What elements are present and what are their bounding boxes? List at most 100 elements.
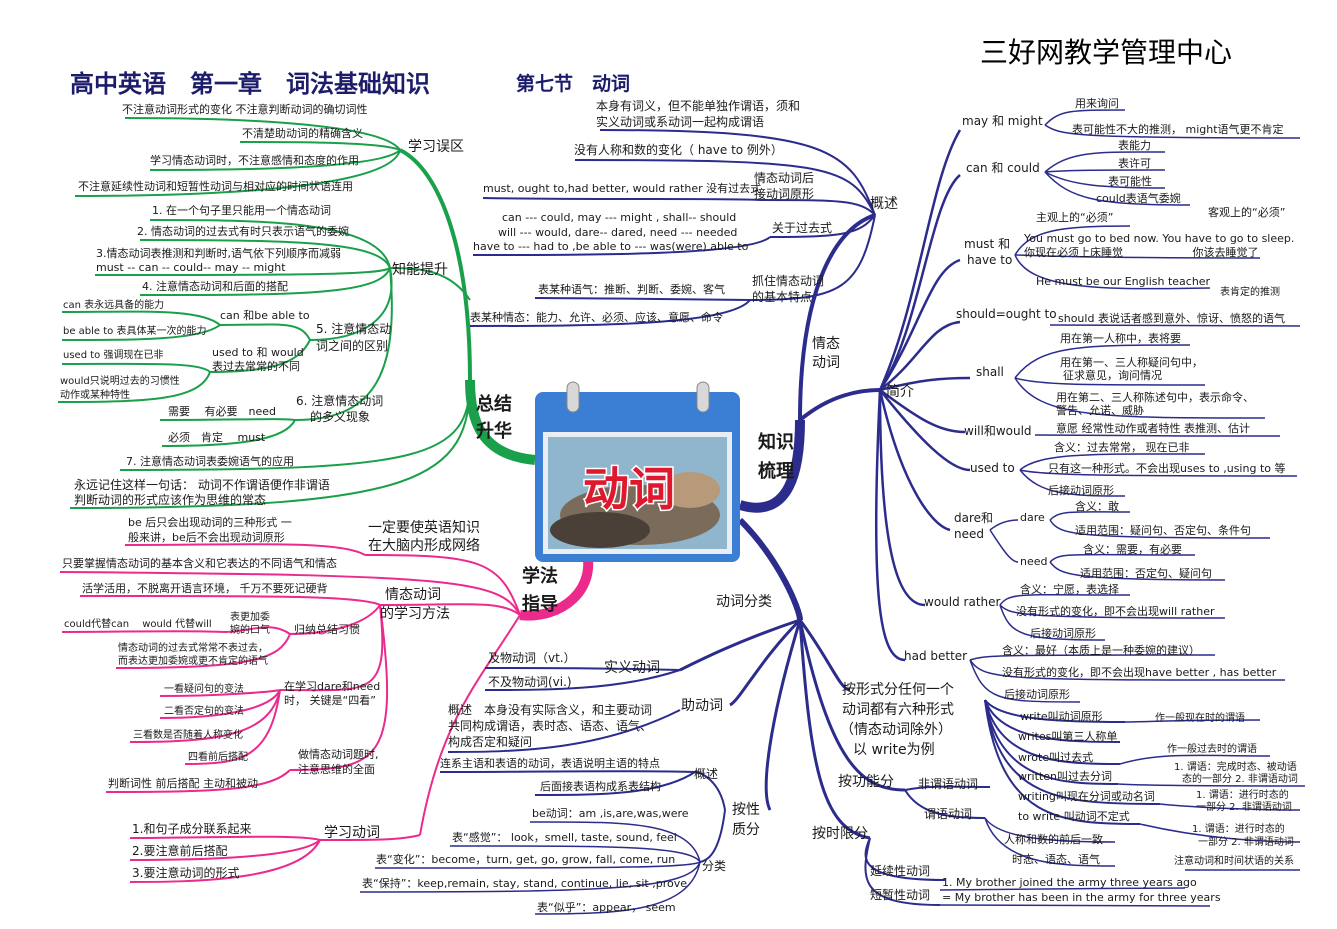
link-item-3: 表“变化”：become，turn, get, go, grow, fall, …: [376, 852, 675, 866]
would-desc: would只说明过去的习惯性: [60, 374, 180, 387]
form-4: written叫过去分词: [1018, 770, 1112, 783]
aux-desc-2: 共同构成谓语，表时态、语态、语气、: [448, 718, 652, 733]
six-forms-4: 以 write为例: [853, 742, 935, 758]
skill-2: 2. 情态动词的过去式有时只表示语气的委婉: [137, 224, 349, 238]
can-item-4: could表语气委婉: [1096, 191, 1181, 205]
form-6: to write 叫动词不定式: [1018, 809, 1130, 823]
polite-tone: 表更加委: [230, 610, 270, 623]
shall: shall: [976, 365, 1004, 379]
wr-item-3: 后接动词原形: [1030, 627, 1096, 640]
whole-1: 做情态动词题时,: [298, 747, 379, 761]
mood: 表某种情态：能力、允许、必须、应该、意愿、命令: [470, 310, 723, 324]
be-note-2: 般来讲，be后不会出现动词原形: [128, 530, 285, 544]
four-looks-title-2: 时， 关键是“四看”: [284, 693, 376, 707]
time-example-2: = My brother has been in the army for th…: [942, 891, 1221, 904]
auxiliary-verb: 助动词: [681, 698, 723, 714]
branch-modal-2: 动词: [812, 355, 840, 371]
master: 只要掌握情态动词的基本含义和它表达的不同语气和情态: [62, 556, 337, 570]
feature-title: 抓住情态动词: [752, 274, 824, 288]
can-could: can 和 could: [966, 161, 1040, 175]
branch-knowledge: 知识: [758, 431, 794, 453]
skill-3b: must -- can -- could-- may -- might: [96, 261, 286, 274]
be-note-1: be 后只会出现动词的三种形式 一: [128, 515, 292, 529]
by-time: 按时限分: [812, 826, 868, 842]
predicate: 谓语动词: [924, 807, 972, 821]
need-item-2: 适用范围：否定句、疑问句: [1080, 566, 1212, 580]
modal-method-title-2: 的学习方法: [380, 606, 450, 622]
must-have-2: have to: [967, 253, 1012, 267]
should: should=ought to: [956, 307, 1057, 321]
by-nature: 按性: [732, 802, 760, 818]
used-desc: used to 强调现在已非: [63, 349, 163, 361]
diff-title-2: 词之间的区别: [316, 338, 388, 353]
pred-item-2: 时态、语态、语气: [1012, 852, 1100, 866]
need-item-1: 含义：需要，有必要: [1083, 542, 1182, 556]
classify-section: 实义动词 及物动词（vt.） 不及物动词(vi.) 助动词 概述 本身没有实际含…: [359, 618, 1306, 915]
wr-item-2: 没有形式的变化，即不会出现will rather: [1016, 604, 1215, 618]
form-note-2: 作一般过去时的谓语: [1167, 742, 1257, 755]
could-can: could代替can would 代替will: [64, 617, 212, 630]
form-note-6: 一部分 2. 非谓语动词: [1196, 800, 1292, 813]
need-line: 需要 有必要 need: [168, 404, 276, 418]
form-note-1: 作一般现在时的谓语: [1155, 711, 1245, 724]
continuous: 延续性动词: [870, 864, 930, 878]
section-title: 第七节 动词: [516, 72, 630, 95]
six-forms-1: 按形式分任何一个: [842, 682, 954, 698]
need: need: [1020, 555, 1048, 568]
past-tense-1: 情态动词的过去式常常不表过去，: [118, 641, 268, 654]
live-use: 活学活用，不脱离开语言环境， 千万不要死记硬背: [82, 581, 328, 595]
hb-item-2: 没有形式的变化，即不会出现have better , has better: [1002, 665, 1277, 679]
subjective: 主观上的“必须”: [1036, 210, 1113, 224]
look-4: 四看前后搭配: [188, 750, 248, 763]
wr-item-1: 含义：宁愿，表选择: [1020, 582, 1119, 596]
four-looks-title: 在学习dare和need: [284, 679, 380, 693]
will-desc: 意愿 经常性动作或者特性 表推测、估计: [1056, 421, 1250, 435]
hb-item-3: 后接动词原形: [1004, 688, 1070, 701]
can-item-3: 表可能性: [1108, 174, 1152, 188]
method-section: 一定要使英语知识 在大脑内形成网络 be 后只会出现动词的三种形式 一 般来讲，…: [59, 515, 521, 883]
mistake-2: 不清楚助动词的精确含义: [242, 126, 363, 140]
may-item-1: 用来询问: [1075, 97, 1119, 110]
past-title: 关于过去式: [772, 221, 832, 235]
summary-habit: 归纳总结习惯: [294, 622, 360, 636]
past-2: will --- would, dare-- dared, need --- n…: [498, 226, 737, 239]
form-note-3: 1. 谓语：完成时态、被动语: [1174, 760, 1297, 773]
link-desc: 连系主语和表语的动词，表语说明主语的特点: [440, 756, 660, 770]
dare-need-2: need: [954, 527, 984, 541]
six-forms-2: 动词都有六种形式: [842, 702, 954, 718]
learn-verb-title: 学习动词: [324, 825, 380, 841]
brand-name: 三好网教学管理中心: [980, 36, 1232, 69]
time-example-1: 1. My brother joined the army three year…: [942, 876, 1197, 889]
can-be-able: can 和be able to: [220, 309, 310, 322]
branch-method-2: 指导: [522, 593, 558, 615]
had-better: had better: [904, 649, 967, 663]
must-line: 必须 肯定 must: [168, 430, 266, 444]
link-overview: 概述: [694, 767, 718, 781]
skills-title: 知能提升: [392, 261, 448, 278]
verb-point-2: 2.要注意前后搭配: [132, 843, 227, 858]
by-function: 按功能分: [838, 774, 894, 790]
feature-title-2: 的基本特点: [752, 289, 812, 304]
page-title: 高中英语 第一章 词法基础知识: [70, 70, 430, 98]
notional-verb: 实义动词: [604, 660, 660, 676]
pred-item-1: 人称和数的前后一致: [1004, 832, 1103, 846]
skill-1: 1. 在一个句子里只能用一个情态动词: [152, 203, 331, 217]
must-example-3: He must be our English teacher: [1036, 275, 1211, 288]
may-might: may 和 might: [962, 114, 1043, 128]
dare-item-1: 含义：敢: [1075, 499, 1119, 513]
branch-summary: 总结: [476, 393, 512, 415]
used-item-2: 只有这一种形式。不会出现uses to ,using to 等: [1048, 461, 1285, 475]
must-example-1: You must go to bed now. You have to go t…: [1023, 232, 1294, 245]
used-would-2: 表过去常常的不同: [212, 359, 300, 373]
six-forms-3: （情态动词除外）: [840, 722, 952, 738]
must-example-note: 表肯定的推测: [1220, 285, 1280, 298]
be-able-desc: be able to 表具体某一次的能力: [63, 324, 206, 337]
base-form-title: 情态动词后: [754, 171, 814, 185]
link-item-2: 表“感觉”： look，smell, taste, sound, feel: [452, 830, 677, 844]
modal-method-title: 情态动词: [385, 587, 441, 603]
tone: 表某种语气：推断、判断、委婉、客气: [538, 282, 725, 296]
overview-no-change: 没有人称和数的变化（ have to 例外）: [574, 142, 783, 157]
look-3: 三看数是否随着人称变化: [133, 728, 243, 741]
used-item-3: 后接动词原形: [1048, 484, 1114, 497]
aux-desc-1: 概述 本身没有实际含义，和主要动词: [448, 702, 652, 717]
